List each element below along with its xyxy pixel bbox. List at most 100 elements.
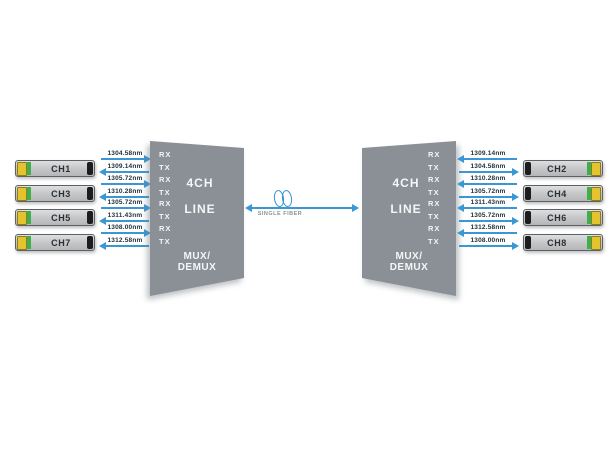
latch-icon (525, 187, 531, 200)
port-rx-label: RX (428, 224, 441, 233)
mux-line-label: LINE (184, 202, 216, 216)
wavelength-label: 1305.72nm (470, 212, 506, 219)
latch-icon (525, 162, 531, 175)
arrow-from-mux-icon (459, 242, 519, 250)
port-rx-label: RX (159, 175, 172, 184)
single-fiber-link-arrow (245, 204, 359, 212)
wavelength-label: 1309.14nm (470, 150, 506, 157)
fiber-port-icon (17, 162, 27, 176)
mux-name-line1: MUX/ (395, 251, 423, 262)
port-tx-label: TX (428, 237, 440, 246)
fiber-port-icon (591, 162, 601, 176)
wavelength-label: 1305.72nm (107, 199, 143, 206)
latch-icon (525, 236, 531, 249)
transceiver-ch4: CH4 (523, 185, 603, 202)
transceiver-ch3: CH3 (15, 185, 95, 202)
fiber-port-icon (591, 211, 601, 225)
wavelength-label: 1305.72nm (470, 188, 506, 195)
port-tx-label: TX (428, 188, 440, 197)
arrow-to-mux-icon (101, 204, 151, 212)
channel-label: CH3 (51, 189, 71, 199)
port-rx-label: RX (159, 224, 172, 233)
single-fiber-label: SINGLE FIBER (257, 211, 303, 217)
arrow-to-mux-icon (457, 155, 517, 163)
port-tx-label: TX (159, 188, 171, 197)
latch-icon (87, 236, 93, 249)
port-tx-label: TX (159, 212, 171, 221)
mux-4ch-label: 4CH (392, 176, 420, 190)
channel-label: CH2 (547, 164, 567, 174)
arrow-to-mux-icon (101, 229, 151, 237)
wavelength-label: 1308.00nm (470, 237, 506, 244)
fiber-port-icon (17, 187, 27, 201)
port-strip-icon (27, 162, 31, 175)
mux-demux-left: RX TX RX TX RX TX RX TX 4CH LINE MUX/ DE… (150, 138, 244, 298)
port-tx-label: TX (159, 163, 171, 172)
wavelength-label: 1304.58nm (107, 150, 143, 157)
arrow-from-mux-icon (459, 217, 519, 225)
latch-icon (87, 211, 93, 224)
arrow-from-mux-icon (99, 217, 149, 225)
transceiver-ch6: CH6 (523, 209, 603, 226)
port-strip-icon (27, 236, 31, 249)
port-tx-label: TX (159, 237, 171, 246)
arrow-from-mux-icon (99, 242, 149, 250)
latch-icon (525, 211, 531, 224)
port-strip-icon (27, 211, 31, 224)
latch-icon (87, 187, 93, 200)
arrow-to-mux-icon (101, 180, 151, 188)
arrow-to-mux-icon (457, 180, 517, 188)
fiber-port-icon (17, 236, 27, 250)
port-rx-label: RX (159, 150, 172, 159)
port-rx-label: RX (428, 175, 441, 184)
arrow-from-mux-icon (459, 168, 519, 176)
arrow-from-mux-icon (99, 168, 149, 176)
arrow-to-mux-icon (457, 229, 517, 237)
wavelength-label: 1311.43nm (107, 212, 143, 219)
arrow-from-mux-icon (99, 193, 149, 201)
channel-label: CH6 (547, 213, 567, 223)
fiber-port-icon (17, 211, 27, 225)
wavelength-label: 1311.43nm (470, 199, 506, 206)
wavelength-label: 1309.14nm (107, 163, 143, 170)
mux-line-label: LINE (390, 202, 422, 216)
transceiver-ch5: CH5 (15, 209, 95, 226)
wavelength-label: 1305.72nm (107, 175, 143, 182)
channel-label: CH5 (51, 213, 71, 223)
port-strip-icon (587, 162, 591, 175)
port-rx-label: RX (428, 150, 441, 159)
port-tx-label: TX (428, 163, 440, 172)
transceiver-ch2: CH2 (523, 160, 603, 177)
wavelength-label: 1312.58nm (107, 237, 143, 244)
channel-label: CH1 (51, 164, 71, 174)
latch-icon (87, 162, 93, 175)
mux-name-line2: DEMUX (389, 262, 429, 273)
wavelength-label: 1310.28nm (107, 188, 143, 195)
fiber-port-icon (591, 187, 601, 201)
channel-label: CH7 (51, 238, 71, 248)
mux-name-line2: DEMUX (177, 262, 217, 273)
mux-demux-right: RX TX RX TX RX TX RX TX 4CH LINE MUX/ DE… (362, 138, 456, 298)
arrow-to-mux-icon (101, 155, 151, 163)
port-strip-icon (587, 211, 591, 224)
port-strip-icon (587, 187, 591, 200)
transceiver-ch8: CH8 (523, 234, 603, 251)
mux-name-line1: MUX/ (183, 251, 211, 262)
fiber-port-icon (591, 236, 601, 250)
channel-label: CH8 (547, 238, 567, 248)
port-rx-label: RX (159, 199, 172, 208)
arrow-from-mux-icon (459, 193, 519, 201)
wavelength-label: 1310.28nm (470, 175, 506, 182)
transceiver-ch7: CH7 (15, 234, 95, 251)
mux-4ch-label: 4CH (186, 176, 214, 190)
arrow-to-mux-icon (457, 204, 517, 212)
port-strip-icon (587, 236, 591, 249)
wavelength-label: 1308.00nm (107, 224, 143, 231)
port-tx-label: TX (428, 212, 440, 221)
port-rx-label: RX (428, 199, 441, 208)
wavelength-label: 1312.58nm (470, 224, 506, 231)
wavelength-label: 1304.58nm (470, 163, 506, 170)
port-strip-icon (27, 187, 31, 200)
channel-label: CH4 (547, 189, 567, 199)
